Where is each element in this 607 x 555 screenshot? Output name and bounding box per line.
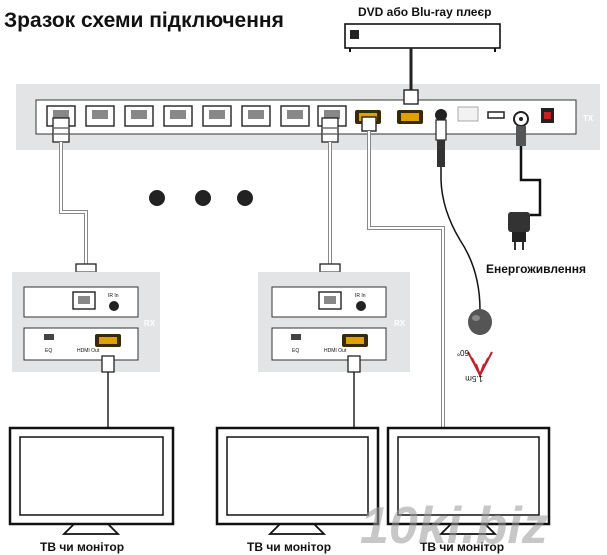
service-port — [457, 106, 479, 122]
power-adapter — [508, 212, 530, 250]
ir-cable — [435, 119, 492, 335]
usb-port — [487, 111, 505, 119]
source-label: DVD або Blu-ray плеєр — [358, 5, 491, 19]
hdmi-cable-loop — [361, 116, 445, 430]
tv-monitor-2 — [215, 426, 380, 535]
dvd-player — [344, 23, 501, 52]
more-dot-3 — [237, 190, 253, 206]
ir-range-label: 1.5m — [465, 374, 483, 383]
tv-label-3: ТВ чи монітор — [420, 540, 504, 554]
rj45-port-2 — [85, 105, 115, 127]
tv-monitor-3 — [386, 426, 551, 535]
diagram-title: Зразок схеми підключення — [4, 9, 284, 32]
tx-unit: TX — [16, 84, 600, 150]
rj45-ports — [46, 105, 347, 127]
tv-label-1: ТВ чи монітор — [40, 540, 124, 554]
hdmi-cable-tv-1 — [101, 355, 115, 428]
ir-angle-label: 60° — [457, 348, 469, 357]
rj45-port-5 — [202, 105, 232, 127]
watermark: 10ki.biz — [360, 497, 548, 555]
rx2-eq-label: EQ — [292, 348, 299, 354]
ir-signal-icon: 60° 1.5m — [457, 348, 493, 383]
tx-label: TX — [583, 114, 594, 123]
rj45-port-6 — [241, 105, 271, 127]
more-dot-1 — [149, 190, 165, 206]
rx2-hdmi-label: HDMI Out — [324, 348, 347, 354]
hdmi-port-in — [397, 110, 423, 124]
rj45-port-7 — [280, 105, 310, 127]
tv-monitor-1 — [8, 426, 175, 535]
rj45-port-3 — [124, 105, 154, 127]
more-dot-2 — [195, 190, 211, 206]
rx-unit-2: IR In EQ HDMI Out RX — [258, 272, 410, 372]
rx-unit-1: IR In EQ HDMI Out RX — [12, 272, 160, 372]
power-label: Енергоживлення — [486, 262, 586, 276]
rx2-label: RX — [394, 319, 406, 328]
rj45-port-4 — [163, 105, 193, 127]
ir-jack — [435, 109, 447, 121]
hdmi-cable-source — [403, 48, 419, 105]
ir-receiver — [468, 309, 492, 335]
hdmi-cable-tv-2 — [347, 355, 361, 428]
rx1-hdmi-label: HDMI Out — [77, 348, 100, 354]
rx1-eq-label: EQ — [45, 348, 52, 354]
rx2-ir-label: IR In — [355, 293, 366, 299]
rx1-label: RX — [144, 319, 156, 328]
tv-label-2: ТВ чи монітор — [247, 540, 331, 554]
power-cable — [508, 126, 542, 250]
rx1-ir-label: IR In — [108, 293, 119, 299]
